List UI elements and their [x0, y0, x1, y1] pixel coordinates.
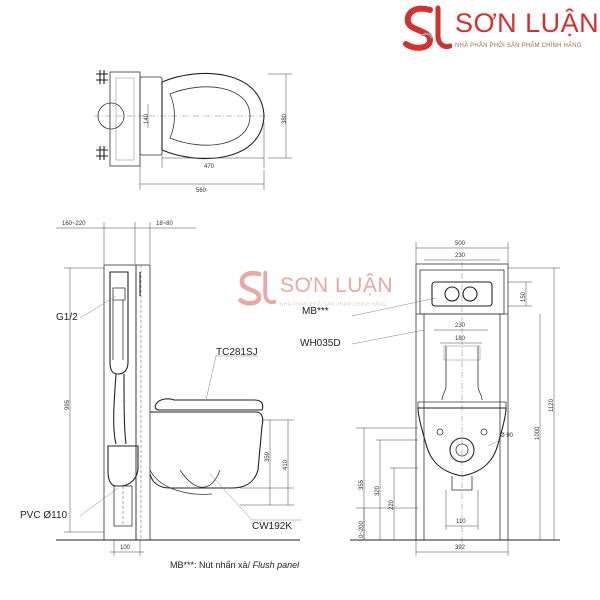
- label-tc281sj: TC281SJ: [216, 347, 258, 358]
- wall-hung-toilet-body: [149, 411, 264, 489]
- dim-110: 110: [456, 519, 466, 525]
- mounting-bolt-icon: [96, 70, 108, 84]
- label-wh035d: WH035D: [300, 338, 341, 349]
- brand-name: SƠN LUẬN: [455, 8, 600, 38]
- label-g12: G1/2: [56, 312, 78, 323]
- dim-410: 410: [283, 459, 289, 470]
- dim-0-200: 0~200: [359, 521, 365, 538]
- dim-470: 470: [204, 164, 215, 170]
- concealed-cistern: [109, 271, 129, 375]
- front-view: [350, 242, 560, 556]
- dim-392: 392: [455, 545, 466, 551]
- label-mb: MB***: [302, 306, 329, 317]
- fixing-bolt-icon: [436, 428, 444, 436]
- toilet-seat-side: [154, 398, 264, 411]
- dim-320: 320: [375, 485, 381, 496]
- drain-bend: [107, 445, 139, 487]
- footnote: MB***: Nút nhấn xả/ Flush panel: [170, 560, 299, 570]
- dim-1000: 1000: [535, 426, 541, 440]
- flush-button-small: [462, 286, 478, 302]
- dim-140: 140: [144, 113, 150, 124]
- dim-18-80: 18~80: [156, 221, 173, 227]
- installation-frame-wall: [103, 264, 137, 541]
- dim-220: 220: [389, 499, 395, 510]
- dim-100: 100: [120, 545, 131, 551]
- dim-230-top: 230: [455, 253, 466, 259]
- wall-hung-toilet-front: [417, 407, 507, 477]
- dim-380: 380: [282, 113, 288, 124]
- dim-160-220: 160~220: [62, 221, 86, 227]
- dim-500: 500: [455, 241, 466, 247]
- footnote-code: MB***:: [170, 560, 197, 570]
- brand-monogram-icon: [238, 270, 276, 306]
- footnote-vi: Nút nhấn xả/: [199, 560, 251, 570]
- brand-tagline: NHÀ PHÂN PHỐI SẢN PHẨM CHÍNH HÃNG: [455, 43, 582, 49]
- bowl-opening: [169, 86, 251, 146]
- brand-watermark: SƠN LUẬN NHÀ PHÂN PHỐI SẢN PHẨM CHÍNH HÃ…: [236, 268, 416, 314]
- fixing-bolt-icon: [480, 428, 488, 436]
- flush-button-large: [444, 286, 460, 302]
- dim-359: 359: [265, 451, 271, 462]
- watermark-name: SƠN LUẬN: [280, 274, 394, 297]
- drain-outlet-front: [449, 437, 475, 463]
- label-cw192k: CW192K: [252, 521, 293, 532]
- side-view: [56, 222, 302, 556]
- brand-logo: SƠN LUẬN NHÀ PHÂN PHỐI SẢN PHẨM CHÍNH HÃ…: [400, 2, 600, 58]
- dim-230-mid: 230: [455, 323, 466, 329]
- wall-finish-layer: [135, 264, 151, 541]
- dim-355: 355: [359, 479, 365, 490]
- mounting-bolt-icon: [96, 146, 108, 160]
- dim-150: 150: [521, 291, 527, 302]
- watermark-tagline: NHÀ PHÂN PHỐI SẢN PHẨM CHÍNH HÃNG: [280, 302, 387, 308]
- label-pvc: PVC Ø110: [20, 510, 68, 521]
- dim-560: 560: [196, 188, 207, 194]
- footnote-en: Flush panel: [252, 560, 300, 570]
- dim-phi90: Ø 90: [500, 433, 514, 439]
- dim-1120: 1120: [549, 399, 555, 412]
- dim-995: 995: [65, 399, 71, 410]
- top-view: [94, 70, 292, 190]
- top-frame: [109, 71, 141, 167]
- dim-180: 180: [455, 336, 466, 342]
- brand-monogram-icon: [403, 5, 452, 51]
